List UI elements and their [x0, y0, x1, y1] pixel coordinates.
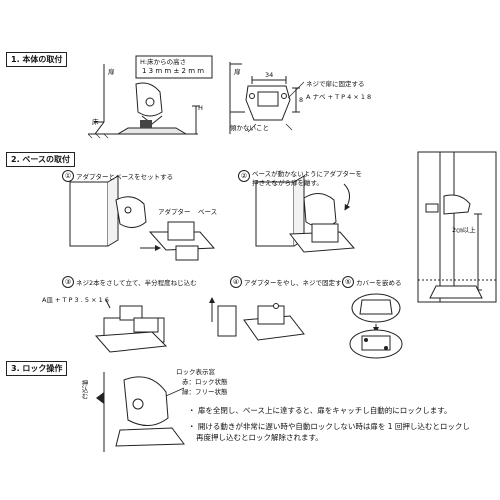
tilt-note: 傾かないこと: [230, 124, 269, 132]
step5-number: ⑤: [342, 276, 354, 288]
step4-text: アダプターをやし、ネジで固定する: [244, 279, 348, 287]
dim-34: 34: [265, 71, 274, 79]
push-label: 押込む: [80, 380, 88, 400]
dim-8: 8: [299, 96, 304, 104]
step3-screw: A皿 + T P 3 . 5 × 1 6: [42, 296, 109, 304]
step4-number: ④: [230, 276, 242, 288]
h-value: 1 3 m m ± 2 m m: [142, 67, 205, 75]
bullet-2-line-2: 再度押し込むとロック解除されます。: [196, 433, 323, 442]
step2-text-2: 押さえながら扉を離す。: [252, 179, 323, 187]
step3-text: ネジ2本をさして立て、半分程度ねじ込む: [76, 279, 197, 287]
step5-text: カバーを嵌める: [356, 279, 402, 287]
base-label: ベース: [198, 208, 218, 216]
section-header-2: 2. ベースの取付: [6, 152, 75, 167]
screw-note: ネジで扉に固定する: [306, 80, 365, 88]
step2-number: ②: [238, 170, 250, 182]
section-header-3: 3. ロック操作: [6, 361, 68, 376]
h-note: H:床からの高さ: [140, 58, 187, 66]
step1-number: ①: [62, 170, 74, 182]
door-label-1: 扉: [108, 68, 115, 76]
bullet-2-line-1: ・ 開ける動きが非常に遅い時や自動ロックしない時は扉を 1 回押し込むとロックし: [188, 422, 470, 431]
green-label: 緑：フリー状態: [182, 388, 228, 396]
step2-text-1: ベースが動かないようにアダプターを: [252, 170, 363, 178]
step3-number: ③: [62, 276, 74, 288]
window-label: ロック表示窓: [176, 368, 215, 376]
gap-label: 2㎝以上: [452, 226, 476, 234]
door-label-2: 扉: [234, 68, 241, 76]
step1-text: アダプターとベースをセットする: [76, 173, 174, 181]
adapter-label: アダプター: [158, 208, 191, 216]
floor-label: 床: [92, 118, 99, 126]
section-header-1: 1. 本体の取付: [6, 52, 68, 67]
h-label: H: [198, 104, 203, 112]
red-label: 赤：ロック状態: [182, 378, 228, 386]
bullet-1: ・ 扉を全閉し、ベース上に達すると、扉をキャッチし自動的にロックします。: [188, 406, 452, 415]
screw-spec: A ナベ + T P 4 × 1 8: [306, 93, 372, 101]
